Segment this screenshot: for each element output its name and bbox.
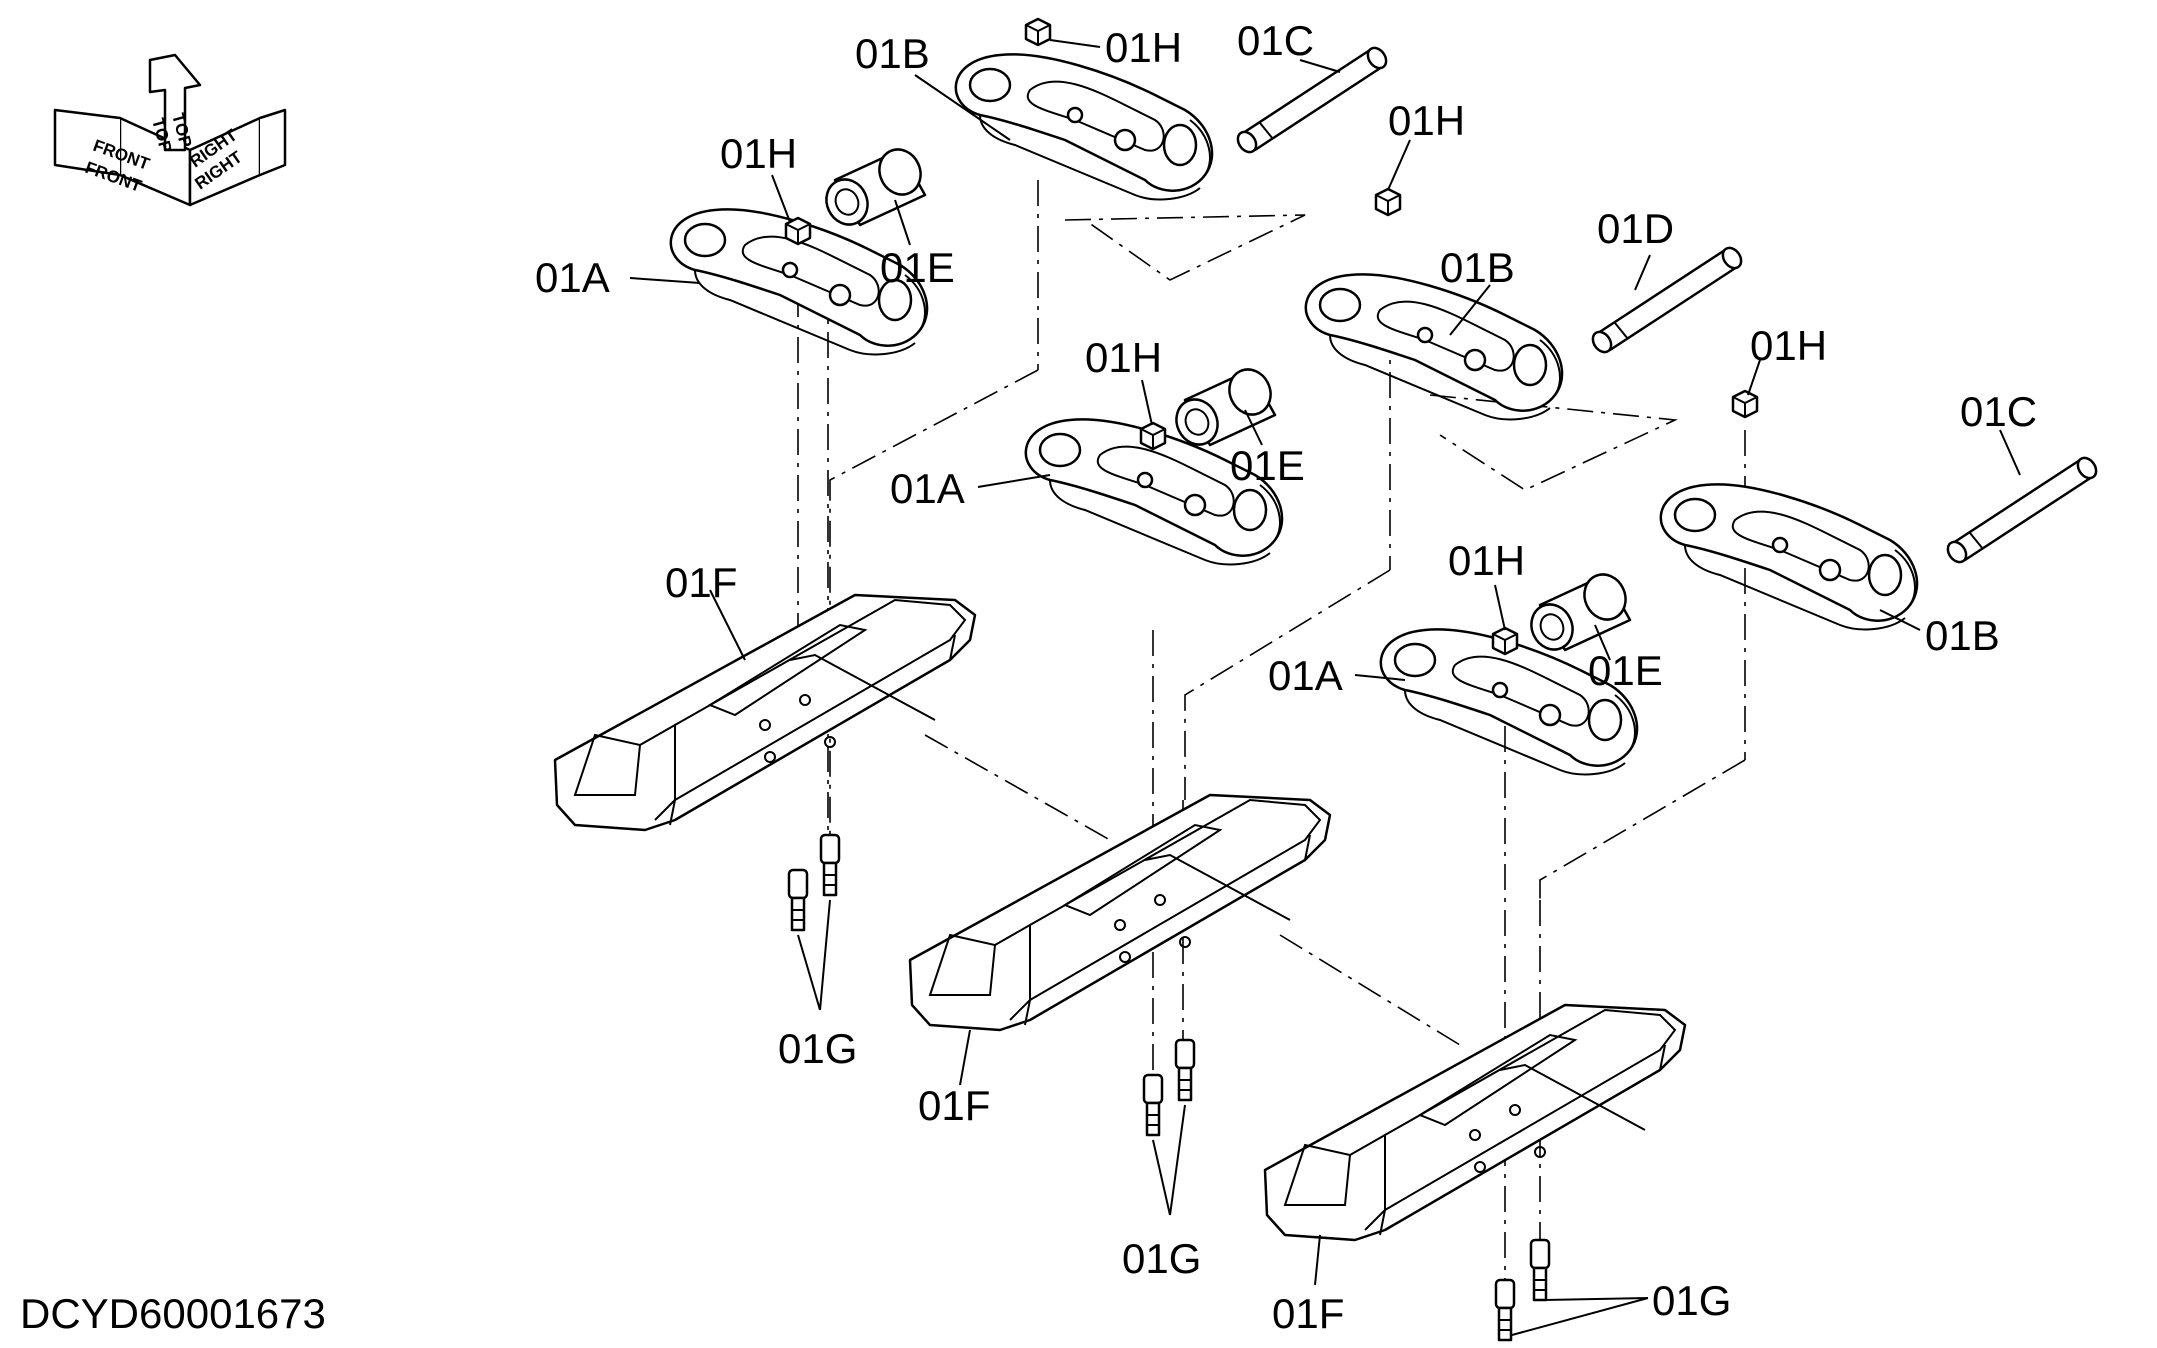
callout-01h: 01H	[1085, 334, 1162, 381]
track-shoe-01f-2	[908, 793, 1332, 1032]
bolt-01g-1	[787, 868, 809, 932]
leader-lines	[629, 39, 2021, 1336]
pin-01c-2	[1942, 453, 2102, 567]
nut-01h-4	[1139, 421, 1167, 451]
callout-01c: 01C	[1960, 388, 2037, 435]
bolt-01g-2	[819, 833, 841, 897]
callout-01a: 01A	[890, 465, 965, 512]
bolt-01g-3	[1142, 1073, 1164, 1137]
callout-01f: 01F	[665, 559, 737, 606]
callout-01h: 01H	[1448, 537, 1525, 584]
callout-01a: 01A	[1268, 652, 1343, 699]
bushing-01e-2	[1167, 361, 1280, 453]
callout-01f: 01F	[1272, 1290, 1344, 1337]
callout-01g: 01G	[778, 1025, 857, 1072]
bolt-01g-4	[1174, 1038, 1196, 1102]
callout-01d: 01D	[1597, 205, 1674, 252]
document-code: DCYD60001673	[20, 1290, 326, 1337]
link-plate-01b-2	[1304, 273, 1564, 421]
callout-01h: 01H	[1750, 322, 1827, 369]
bolt-01g-5	[1494, 1278, 1516, 1342]
callout-01g: 01G	[1652, 1277, 1731, 1324]
callout-01b: 01B	[1925, 612, 2000, 659]
callout-01e: 01E	[1230, 442, 1305, 489]
callout-01e: 01E	[880, 244, 955, 291]
bushing-01e-1	[817, 141, 930, 233]
nut-01h-5	[1731, 389, 1759, 419]
nut-01h-6	[1491, 626, 1519, 656]
bolt-01g-6	[1529, 1238, 1551, 1302]
pin-01d-1	[1587, 243, 1747, 357]
track-shoe-01f-3	[1263, 1003, 1687, 1242]
3d-axis-arrows-icon	[53, 53, 287, 207]
callout-labels: 01B 01H 01C 01H 01H 01A 01E 01B 01D 01H …	[535, 17, 2037, 1337]
callout-01f: 01F	[918, 1082, 990, 1129]
nut-01h-3	[1374, 187, 1402, 217]
callout-01g: 01G	[1122, 1235, 1201, 1282]
nut-01h-1	[1024, 17, 1052, 47]
callout-01b: 01B	[855, 30, 930, 77]
callout-01b: 01B	[1440, 244, 1515, 291]
link-plate-01b-1	[954, 53, 1214, 201]
callout-01e: 01E	[1588, 647, 1663, 694]
bushing-01e-3	[1522, 566, 1635, 658]
track-shoe-01f-1	[553, 593, 977, 832]
callout-01h: 01H	[1388, 97, 1465, 144]
callout-01c: 01C	[1237, 17, 1314, 64]
callout-01h: 01H	[1105, 24, 1182, 71]
orientation-indicator: FRONT FRONT TOP TOP RIGHT RIGHT	[53, 53, 287, 207]
link-plate-01b-3	[1659, 483, 1919, 631]
callout-01h: 01H	[720, 130, 797, 177]
callout-01a: 01A	[535, 254, 610, 301]
